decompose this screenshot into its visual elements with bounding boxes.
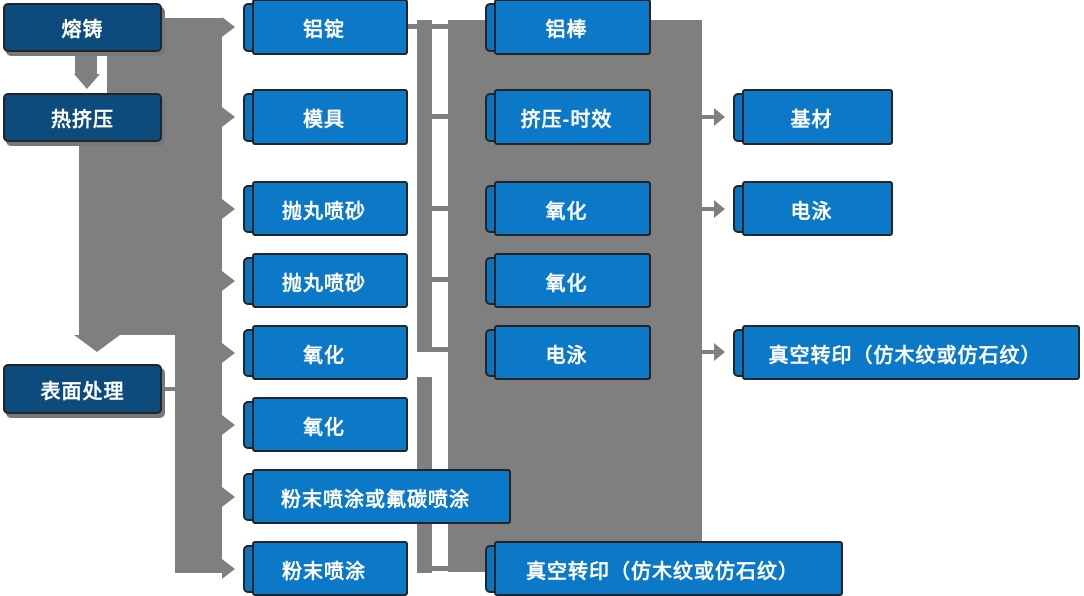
node-mold: 模具 xyxy=(243,89,408,145)
arrow-oxidation-to-electrophoresis-line xyxy=(702,207,714,211)
node-oxidation-3: 氧化 xyxy=(485,181,651,236)
node-label: 粉末喷涂 xyxy=(282,560,366,583)
node-aluminum-ingot: 铝锭 xyxy=(243,0,408,55)
connector-mid-band-upper xyxy=(417,20,432,352)
link-powder-vacuum-line xyxy=(432,566,448,571)
node-label: 电泳 xyxy=(545,344,588,367)
node-vacuum-transfer-1: 真空转印（仿木纹或仿石纹） xyxy=(485,541,843,596)
node-label: 氧化 xyxy=(303,344,345,367)
node-electrophoresis-1: 电泳 xyxy=(485,325,651,380)
node-melting-casting: 熔铸 xyxy=(3,3,162,52)
node-label: 粉末喷涂或氟碳喷涂 xyxy=(281,488,470,511)
node-label: 铝棒 xyxy=(545,19,588,41)
link-blast2-oxidation-line xyxy=(432,277,448,282)
node-oxidation-1: 氧化 xyxy=(243,325,408,380)
arrow-to-shot-blast-2-icon xyxy=(222,271,235,291)
node-oxidation-4: 氧化 xyxy=(485,253,651,308)
arrow-to-shot-blast-1-icon xyxy=(222,199,235,219)
arrow-to-mold-icon xyxy=(222,107,235,127)
node-label: 氧化 xyxy=(545,272,588,295)
node-label: 熔铸 xyxy=(61,19,104,41)
arrow-to-oxidation-2-icon xyxy=(222,415,235,435)
node-label: 真空转印（仿木纹或仿石纹） xyxy=(768,344,1042,367)
node-label: 抛丸喷砂 xyxy=(282,272,366,295)
arrow-to-aluminum-ingot-icon xyxy=(222,17,235,37)
node-powder-coating: 粉末喷涂 xyxy=(243,541,408,596)
node-electrophoresis-2: 电泳 xyxy=(733,181,893,236)
connector-melting-to-extrusion-bar xyxy=(75,45,97,74)
connector-surface-treatment-stub xyxy=(162,387,175,391)
arrow-to-powder-fluorocarbon-icon xyxy=(222,487,235,507)
node-label: 真空转印（仿木纹或仿石纹） xyxy=(526,560,799,583)
node-surface-treatment: 表面处理 xyxy=(3,364,162,414)
node-label: 热挤压 xyxy=(51,109,114,131)
node-label: 氧化 xyxy=(545,200,588,223)
arrow-down-to-hot-extrusion-icon xyxy=(74,74,100,89)
node-shot-blast-1: 抛丸喷砂 xyxy=(243,181,408,236)
node-vacuum-transfer-2: 真空转印（仿木纹或仿石纹） xyxy=(733,325,1080,380)
node-extrusion-aging: 挤压-时效 xyxy=(485,89,651,145)
node-base-material: 基材 xyxy=(733,89,893,145)
connector-left-wide-block xyxy=(79,143,222,335)
node-aluminum-rod: 铝棒 xyxy=(485,0,651,55)
arrow-electrophoresis-to-vacuum-line xyxy=(702,350,714,354)
link-mold-aging-line xyxy=(432,114,448,119)
node-label: 模具 xyxy=(303,109,345,131)
arrow-aging-to-base-icon xyxy=(714,108,725,126)
node-oxidation-2: 氧化 xyxy=(243,397,408,452)
node-label: 基材 xyxy=(790,109,833,131)
arrow-to-oxidation-1-icon xyxy=(222,343,235,363)
node-shot-blast-2: 抛丸喷砂 xyxy=(243,253,408,308)
node-label: 表面处理 xyxy=(40,380,125,403)
link-blast1-oxidation-line xyxy=(432,206,448,211)
arrow-aging-to-base-line xyxy=(702,115,714,119)
node-label: 电泳 xyxy=(790,200,833,223)
connector-left-vertical-band xyxy=(175,335,222,573)
node-label: 铝锭 xyxy=(303,19,345,41)
link-ingot-rod-line xyxy=(408,24,448,29)
node-label: 挤压-时效 xyxy=(520,109,613,131)
node-label: 抛丸喷砂 xyxy=(282,200,366,223)
arrow-oxidation-to-electrophoresis-icon xyxy=(714,200,725,218)
arrow-electrophoresis-to-vacuum-icon xyxy=(714,343,725,361)
node-label: 氧化 xyxy=(303,416,345,439)
arrow-to-powder-coating-icon xyxy=(222,559,235,579)
node-powder-fluorocarbon: 粉末喷涂或氟碳喷涂 xyxy=(243,469,511,524)
link-oxidation-electrophoresis-line xyxy=(432,347,448,352)
arrow-down-to-surface-treatment-icon xyxy=(74,335,120,352)
node-hot-extrusion: 热挤压 xyxy=(3,93,162,142)
